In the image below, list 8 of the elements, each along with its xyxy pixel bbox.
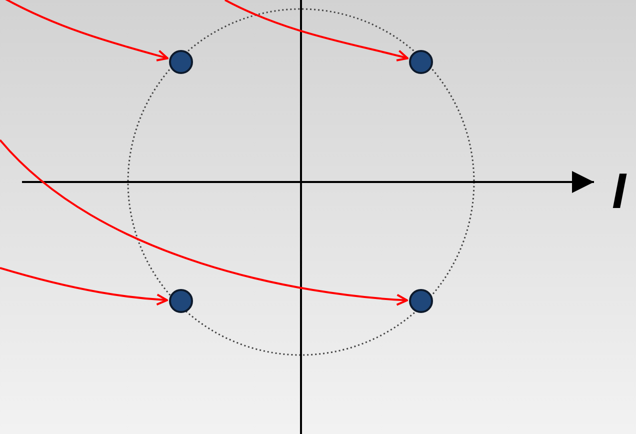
- axis-label: I: [612, 166, 626, 216]
- arrow: [0, 267, 168, 306]
- arrow: [0, 139, 408, 306]
- constellation-point: [409, 50, 433, 74]
- constellation-point: [169, 289, 193, 313]
- constellation-point: [169, 50, 193, 74]
- arrow: [224, 0, 409, 62]
- constellation-point: [409, 289, 433, 313]
